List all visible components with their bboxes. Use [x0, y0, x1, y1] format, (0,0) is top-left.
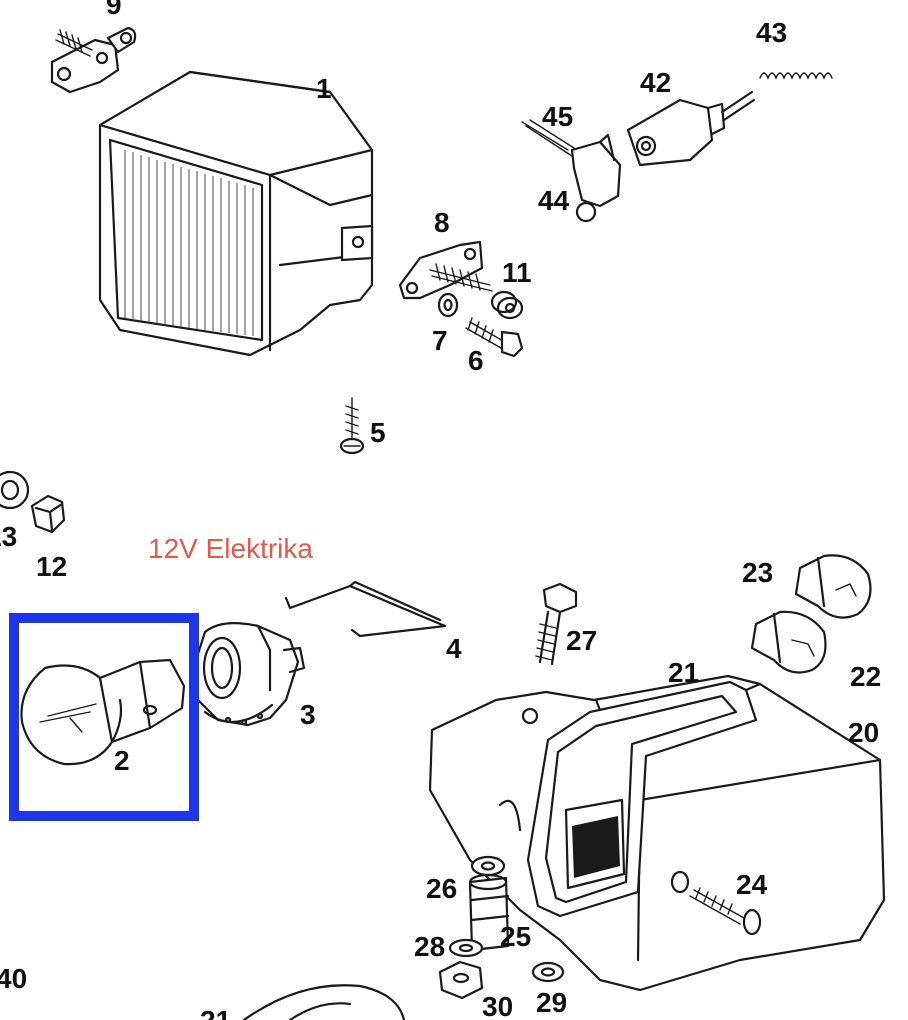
label-20: 20 [848, 717, 879, 748]
label-9: 9 [106, 0, 122, 20]
label-11: 11 [502, 257, 532, 288]
label-26: 26 [426, 873, 457, 904]
part-5-screw [339, 397, 365, 455]
part-23-bulb [794, 554, 872, 619]
part-2-bulb [20, 658, 186, 766]
label-21: 21 [668, 657, 699, 688]
label-4: 4 [446, 633, 462, 664]
part-6-bolt [465, 317, 524, 358]
part-7-washer [437, 292, 459, 318]
part-25-grommet [468, 873, 510, 952]
label-44: 44 [538, 185, 570, 216]
part-21b-partial [242, 984, 406, 1020]
part-24-screw [689, 887, 762, 936]
part-8-bracket [398, 240, 493, 300]
part-labels: 9 1 43 42 45 44 8 11 7 6 5 13 12 4 3 2 2… [0, 0, 881, 1020]
label-43: 43 [756, 17, 787, 48]
part-21-lens-frame [526, 680, 758, 918]
label-25: 25 [500, 921, 531, 952]
part-12-nut [30, 494, 66, 534]
part-30-nut [438, 960, 484, 1000]
part-11-spacer [490, 290, 524, 320]
label-23: 23 [742, 557, 773, 588]
part-42-switch [626, 90, 756, 167]
label-8: 8 [434, 207, 450, 238]
part-9-bracket [50, 26, 137, 94]
label-13: 13 [0, 521, 17, 552]
part-1-headlamp [98, 70, 374, 357]
label-27: 27 [566, 625, 597, 656]
part-26-washer [470, 855, 506, 877]
part-43-spring [759, 72, 833, 80]
label-42: 42 [640, 67, 671, 98]
label-40: 40 [0, 963, 27, 994]
part-4-clip [284, 580, 447, 638]
part-13-washer [0, 470, 30, 510]
highlight-box [9, 613, 199, 821]
label-21b: 21 [200, 1005, 231, 1020]
label-45: 45 [542, 101, 573, 132]
label-22: 22 [850, 661, 881, 692]
label-30: 30 [482, 991, 513, 1020]
label-24: 24 [736, 869, 768, 900]
part-29-washer [531, 961, 565, 983]
label-28: 28 [414, 931, 445, 962]
label-29: 29 [536, 987, 567, 1018]
label-12: 12 [36, 551, 67, 582]
label-3: 3 [300, 699, 316, 730]
part-27-bolt [535, 582, 578, 666]
label-6: 6 [468, 345, 484, 376]
label-7: 7 [432, 325, 448, 356]
part-22-bulb [750, 610, 827, 674]
part-45-wire [521, 119, 575, 157]
part-28-washer [448, 938, 484, 958]
label-1: 1 [316, 73, 332, 104]
part-44-bracket [570, 133, 622, 223]
part-3-bulb-holder [194, 621, 306, 727]
label-2: 2 [114, 745, 130, 776]
annotation-12v-elektrika: 12V Elektrika [148, 533, 313, 564]
label-5: 5 [370, 417, 386, 448]
